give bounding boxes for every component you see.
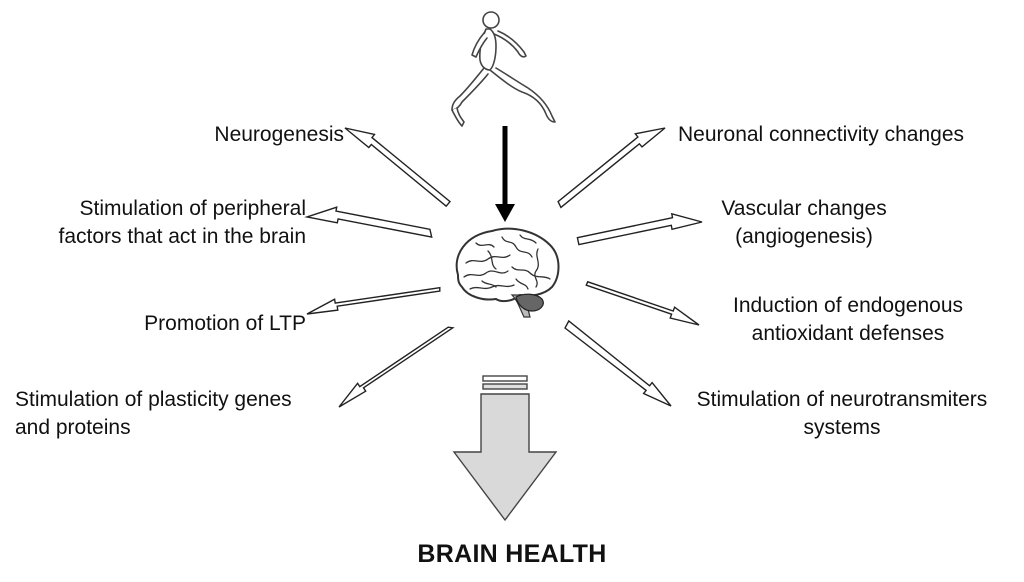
label-peripheral-factors: Stimulation of peripheral factors that a… [59,195,306,251]
arrow-peripheral-factors [304,206,433,238]
label-line: (angiogenesis) [735,225,873,248]
label-neurotransmitters: Stimulation of neurotransmiters systems [672,386,1012,442]
brain-icon [455,227,560,318]
label-line: Stimulation of peripheral [79,197,306,220]
label-line: Stimulation of neurotransmiters [696,388,988,411]
label-line: factors that act in the brain [58,225,306,248]
runner-icon [451,11,556,127]
effect-arrows [304,127,703,408]
label-plasticity: Stimulation of plasticity genes and prot… [15,386,292,442]
label-ltp: Promotion of LTP [144,310,306,338]
arrow-ltp [306,286,441,315]
label-neurogenesis: Neurogenesis [214,121,344,149]
label-line: Neuronal connectivity changes [678,123,965,146]
diagram-title: BRAIN HEALTH [417,540,607,568]
label-vascular: Vascular changes (angiogenesis) [700,195,908,251]
label-line: antioxidant defenses [751,322,945,345]
arrow-antioxidant [585,280,700,326]
arrow-neurotransmitters [564,319,672,407]
label-line: Induction of endogenous [732,294,964,317]
arrow-connectivity [557,127,666,209]
label-line: systems [803,416,881,439]
label-connectivity: Neuronal connectivity changes [678,121,964,149]
arrow-plasticity [338,326,455,408]
arrow-runner-to-brain [495,126,515,222]
label-line: and proteins [15,416,131,439]
label-line: Stimulation of plasticity genes [15,388,292,411]
label-line: Promotion of LTP [144,312,306,335]
label-line: Vascular changes [721,197,887,220]
arrow-neurogenesis [344,127,451,208]
arrow-vascular [576,212,703,246]
arrow-to-brain-health [452,375,558,522]
label-line: Neurogenesis [214,123,344,146]
label-antioxidant: Induction of endogenous antioxidant defe… [705,292,991,348]
